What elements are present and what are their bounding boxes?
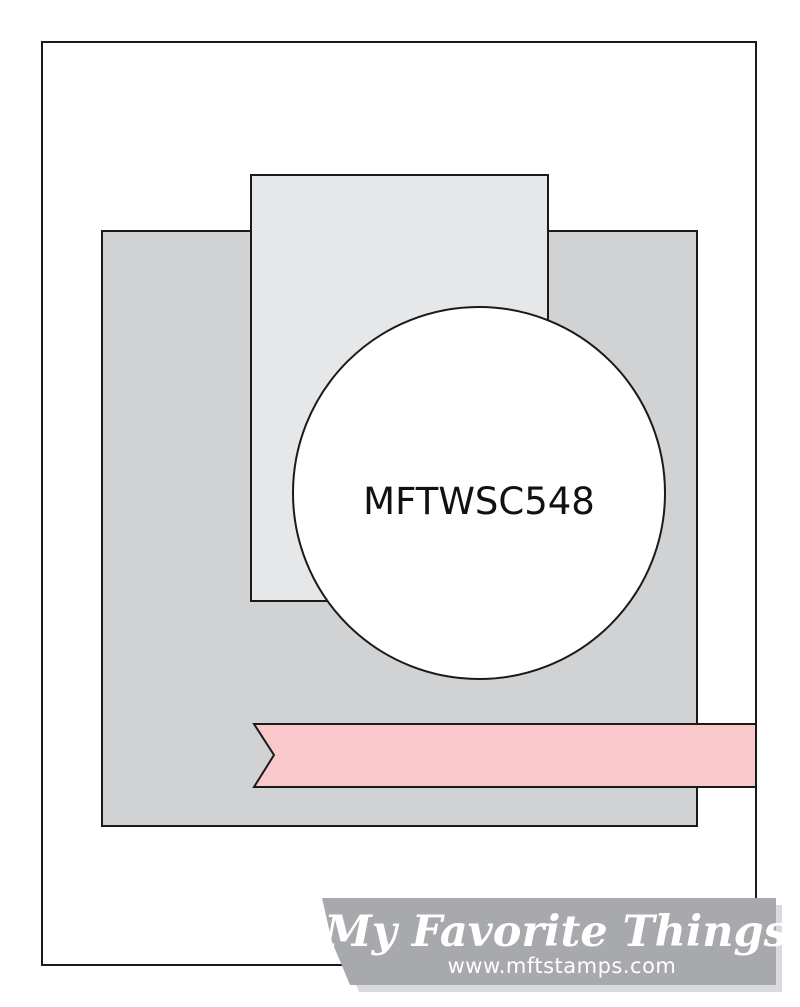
circle-panel [292,306,666,680]
brand-url: www.mftstamps.com [448,954,677,978]
pink-banner [252,723,757,788]
brand-logo: My Favorite Things www.mftstamps.com [322,898,788,992]
brand-name: My Favorite Things [322,907,788,957]
sketch-code-label: MFTWSC548 [363,480,595,523]
logo-band [322,898,776,985]
